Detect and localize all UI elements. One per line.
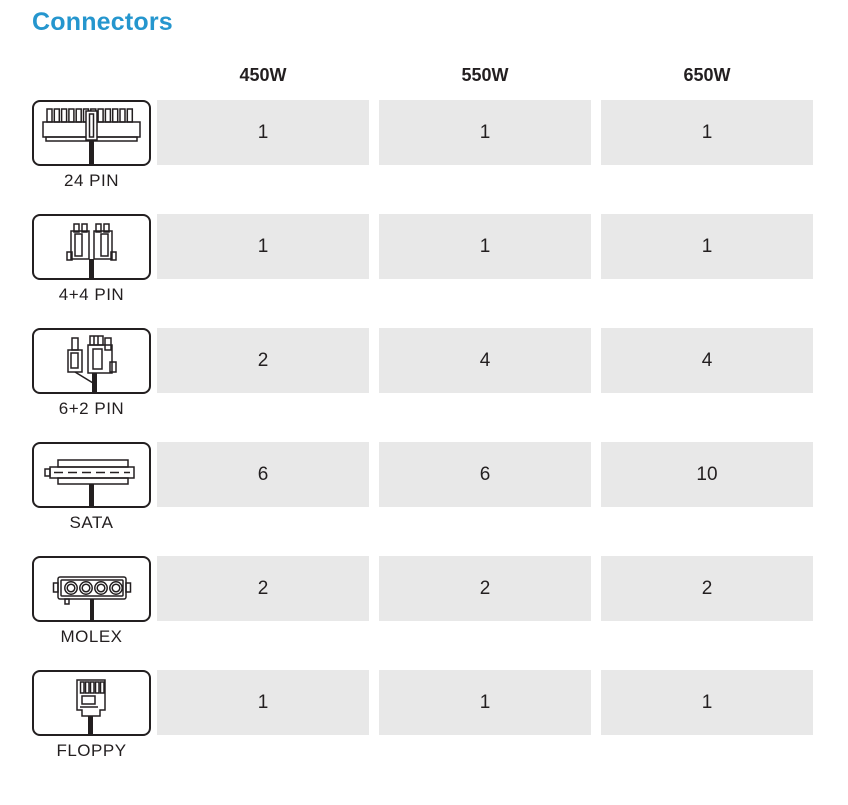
pcie-6-plus-2-pin-connector-icon: [32, 328, 151, 394]
row-header-floppy: FLOPPY: [32, 670, 151, 761]
row-label: MOLEX: [60, 627, 123, 646]
row-header-6-plus-2-pin: 6+2 PIN: [32, 328, 151, 419]
floppy-connector-icon: [32, 670, 151, 736]
column-header-650w: 650W: [683, 65, 731, 85]
cell-molex-550w: 2: [379, 556, 591, 621]
cell-molex-650w: 2: [601, 556, 813, 621]
cell-sata-450w: 6: [157, 442, 369, 507]
cell-62pin-550w: 4: [379, 328, 591, 393]
eps-4-plus-4-pin-connector-icon: [32, 214, 151, 280]
cell-molex-450w: 2: [157, 556, 369, 621]
column-header-450w: 450W: [239, 65, 287, 85]
cell-44pin-450w: 1: [157, 214, 369, 279]
row-header-4-plus-4-pin: 4+4 PIN: [32, 214, 151, 305]
row-header-24-pin: 24 PIN: [32, 100, 151, 191]
molex-connector-icon: [32, 556, 151, 622]
row-label: 6+2 PIN: [58, 399, 125, 418]
table-header-row: 450W 550W 650W: [157, 65, 848, 87]
table-row: SATA 6 6 10: [32, 442, 848, 532]
cell-62pin-450w: 2: [157, 328, 369, 393]
row-label: FLOPPY: [56, 741, 127, 760]
row-header-molex: MOLEX: [32, 556, 151, 647]
cell-24pin-650w: 1: [601, 100, 813, 165]
table-row: MOLEX 2 2 2: [32, 556, 848, 646]
cell-44pin-650w: 1: [601, 214, 813, 279]
cell-sata-650w: 10: [601, 442, 813, 507]
cell-sata-550w: 6: [379, 442, 591, 507]
column-header-550w: 550W: [461, 65, 509, 85]
cell-floppy-450w: 1: [157, 670, 369, 735]
cell-floppy-650w: 1: [601, 670, 813, 735]
table-row: 6+2 PIN 2 4 4: [32, 328, 848, 418]
cell-24pin-450w: 1: [157, 100, 369, 165]
table-row: FLOPPY 1 1 1: [32, 670, 848, 760]
table-row: 24 PIN 1 1 1: [32, 100, 848, 190]
cell-floppy-550w: 1: [379, 670, 591, 735]
cell-44pin-550w: 1: [379, 214, 591, 279]
atx-24-pin-connector-icon: [32, 100, 151, 166]
connectors-table: 450W 550W 650W: [32, 65, 848, 760]
row-label: 24 PIN: [64, 171, 119, 190]
row-header-sata: SATA: [32, 442, 151, 533]
table-row: 4+4 PIN 1 1 1: [32, 214, 848, 304]
row-label: SATA: [69, 513, 114, 532]
row-label: 4+4 PIN: [58, 285, 125, 304]
sata-connector-icon: [32, 442, 151, 508]
cell-24pin-550w: 1: [379, 100, 591, 165]
cell-62pin-650w: 4: [601, 328, 813, 393]
page-title: Connectors: [32, 8, 173, 36]
